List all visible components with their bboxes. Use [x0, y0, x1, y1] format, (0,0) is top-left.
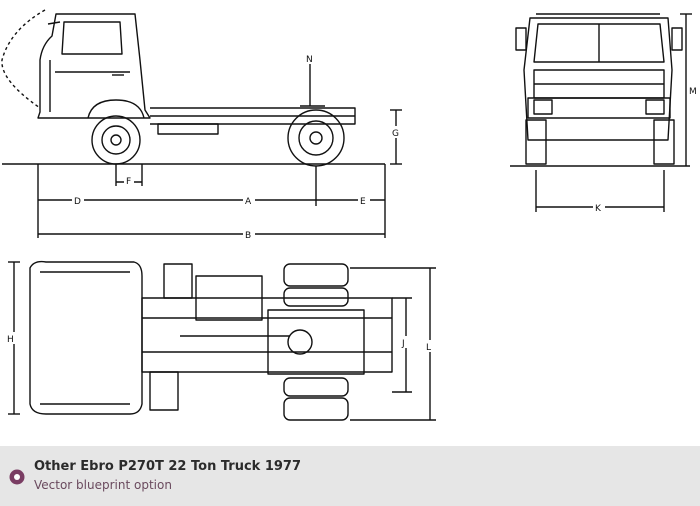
dim-label-d: D	[74, 197, 81, 207]
dim-label-g: G	[392, 129, 399, 139]
dim-label-l: L	[426, 343, 431, 353]
dimension-labels: N G F D A E B M K H J L	[6, 52, 700, 353]
dim-label-h: H	[7, 335, 14, 345]
front-view	[510, 13, 692, 212]
radio-dot-icon	[9, 469, 25, 485]
caption-bar	[0, 446, 700, 506]
dim-label-j: J	[401, 339, 405, 349]
dim-label-m: M	[689, 87, 697, 97]
side-view	[1, 9, 402, 238]
dim-label-a: A	[245, 197, 252, 207]
dim-label-f: F	[126, 177, 131, 187]
dim-label-k: K	[595, 204, 602, 214]
plan-view	[8, 260, 436, 421]
dim-label-n: N	[306, 55, 313, 65]
caption-title: Other Ebro P270T 22 Ton Truck 1977	[34, 459, 302, 474]
truck-blueprint-drawing: N G F D A E B M K H J L	[1, 9, 700, 421]
dim-label-b: B	[245, 231, 251, 241]
dim-label-e: E	[360, 197, 366, 207]
caption-subtitle: Vector blueprint option	[34, 478, 172, 492]
